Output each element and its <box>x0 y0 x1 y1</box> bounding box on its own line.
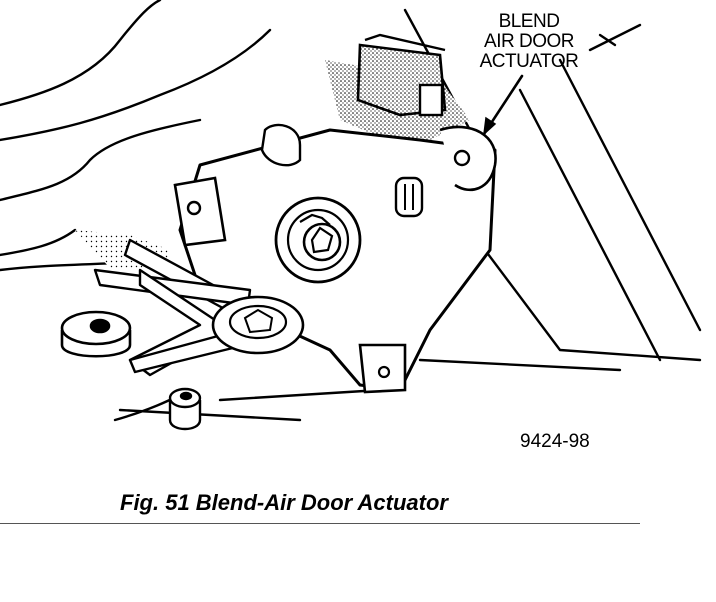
bracket-hole <box>186 200 202 216</box>
lower-pin <box>168 400 202 431</box>
figure-caption: Fig. 51 Blend-Air Door Actuator <box>120 490 448 515</box>
callout-label: BLEND AIR DOOR ACTUATOR <box>470 12 588 72</box>
lower-tab-hole <box>377 365 391 379</box>
actuator-slot <box>394 176 424 218</box>
duct-outline-upper <box>0 0 162 107</box>
duct-outline-lower <box>0 28 272 142</box>
end-cap-pivot <box>453 149 471 167</box>
callout-line-2: AIR DOOR <box>484 31 574 52</box>
caption-divider <box>0 523 640 524</box>
callout-line-1: BLEND <box>498 11 560 32</box>
figure-number: 9424-98 <box>520 431 590 452</box>
callout-arrowhead <box>483 116 497 136</box>
connector-latch <box>418 83 444 117</box>
callout-line-3: ACTUATOR <box>479 51 579 72</box>
